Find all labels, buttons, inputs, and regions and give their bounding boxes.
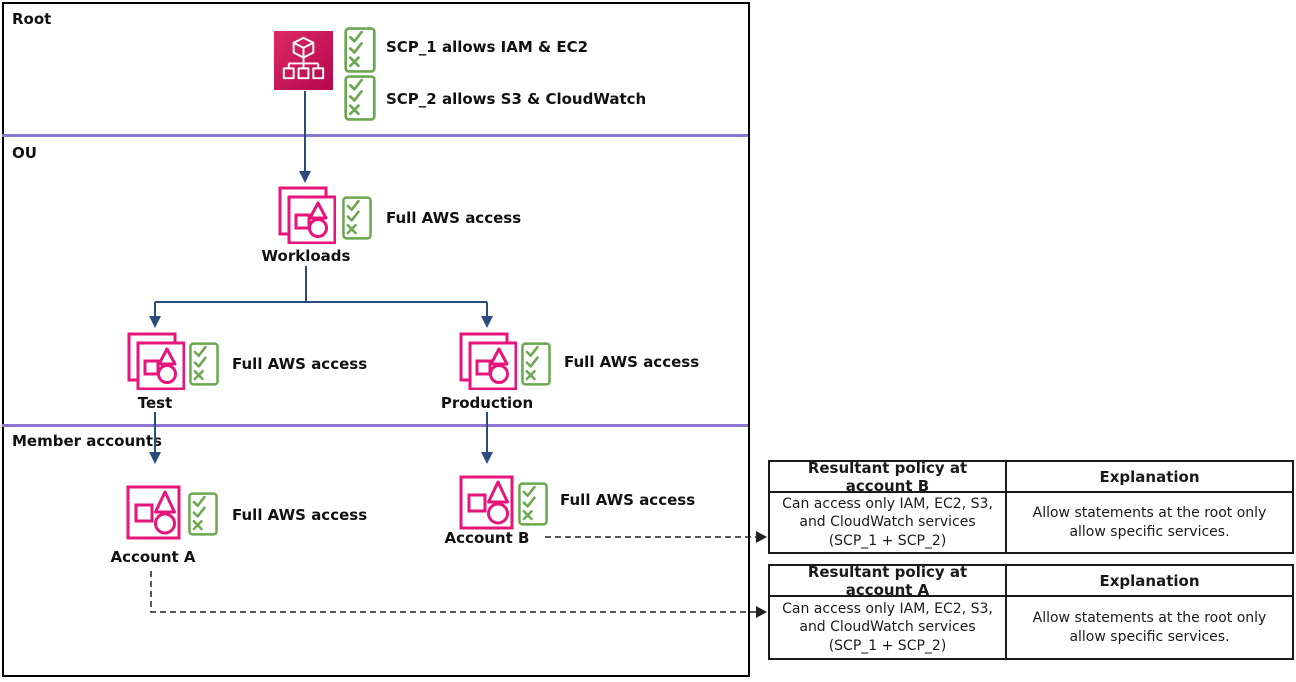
test-policy-label: Full AWS access (232, 355, 368, 373)
scp-checklist-icon (344, 27, 376, 73)
scp-checklist-icon (518, 482, 548, 526)
resultant-policy-table-account-b: Resultant policy at account B Explanatio… (768, 459, 1294, 554)
account-a-name-label: Account A (110, 548, 196, 566)
account-b-name-label: Account B (444, 529, 530, 547)
scp-checklist-icon (342, 196, 372, 240)
account-a-policy-label: Full AWS access (232, 506, 368, 524)
ou-member-divider (2, 424, 748, 427)
table-header-cell: Explanation (1007, 462, 1292, 493)
production-name-label: Production (440, 394, 534, 412)
organizational-unit-icon (276, 184, 336, 244)
table-header-cell: Resultant policy at account A (770, 563, 1007, 599)
scp2-label: SCP_2 allows S3 & CloudWatch (386, 90, 647, 108)
scp-checklist-icon (344, 75, 376, 121)
scp-checklist-icon (188, 492, 218, 536)
organizational-unit-icon (125, 330, 185, 390)
table-body-cell: Can access only IAM, EC2, S3, and CloudW… (770, 597, 1007, 658)
dashed-arrowhead-icon (756, 531, 767, 618)
organizational-unit-icon (457, 330, 517, 390)
workloads-name-label: Workloads (261, 247, 351, 265)
resultant-policy-table-account-a: Resultant policy at account A Explanatio… (768, 563, 1294, 660)
account-b-policy-label: Full AWS access (560, 491, 696, 509)
test-name-label: Test (137, 394, 173, 412)
section-label-member-accounts: Member accounts (12, 432, 162, 450)
root-ou-divider (2, 134, 748, 137)
table-body-cell: Allow statements at the root only allow … (1032, 505, 1267, 540)
account-icon (459, 475, 514, 530)
account-icon (126, 485, 181, 540)
scp-checklist-icon (521, 342, 551, 386)
workloads-policy-label: Full AWS access (386, 209, 522, 227)
table-header-cell: Explanation (1007, 566, 1292, 597)
table-body-cell: Allow statements at the root only allow … (1032, 610, 1267, 645)
table-header-cell: Resultant policy at account B (770, 459, 1007, 495)
scp1-label: SCP_1 allows IAM & EC2 (386, 38, 589, 56)
section-label-ou: OU (12, 144, 37, 162)
production-policy-label: Full AWS access (564, 353, 700, 371)
organization-boundary-box (2, 2, 750, 677)
section-label-root: Root (12, 10, 52, 28)
table-body-cell: Can access only IAM, EC2, S3, and CloudW… (770, 493, 1007, 552)
aws-organizations-icon (274, 31, 333, 90)
scp-checklist-icon (189, 342, 219, 386)
